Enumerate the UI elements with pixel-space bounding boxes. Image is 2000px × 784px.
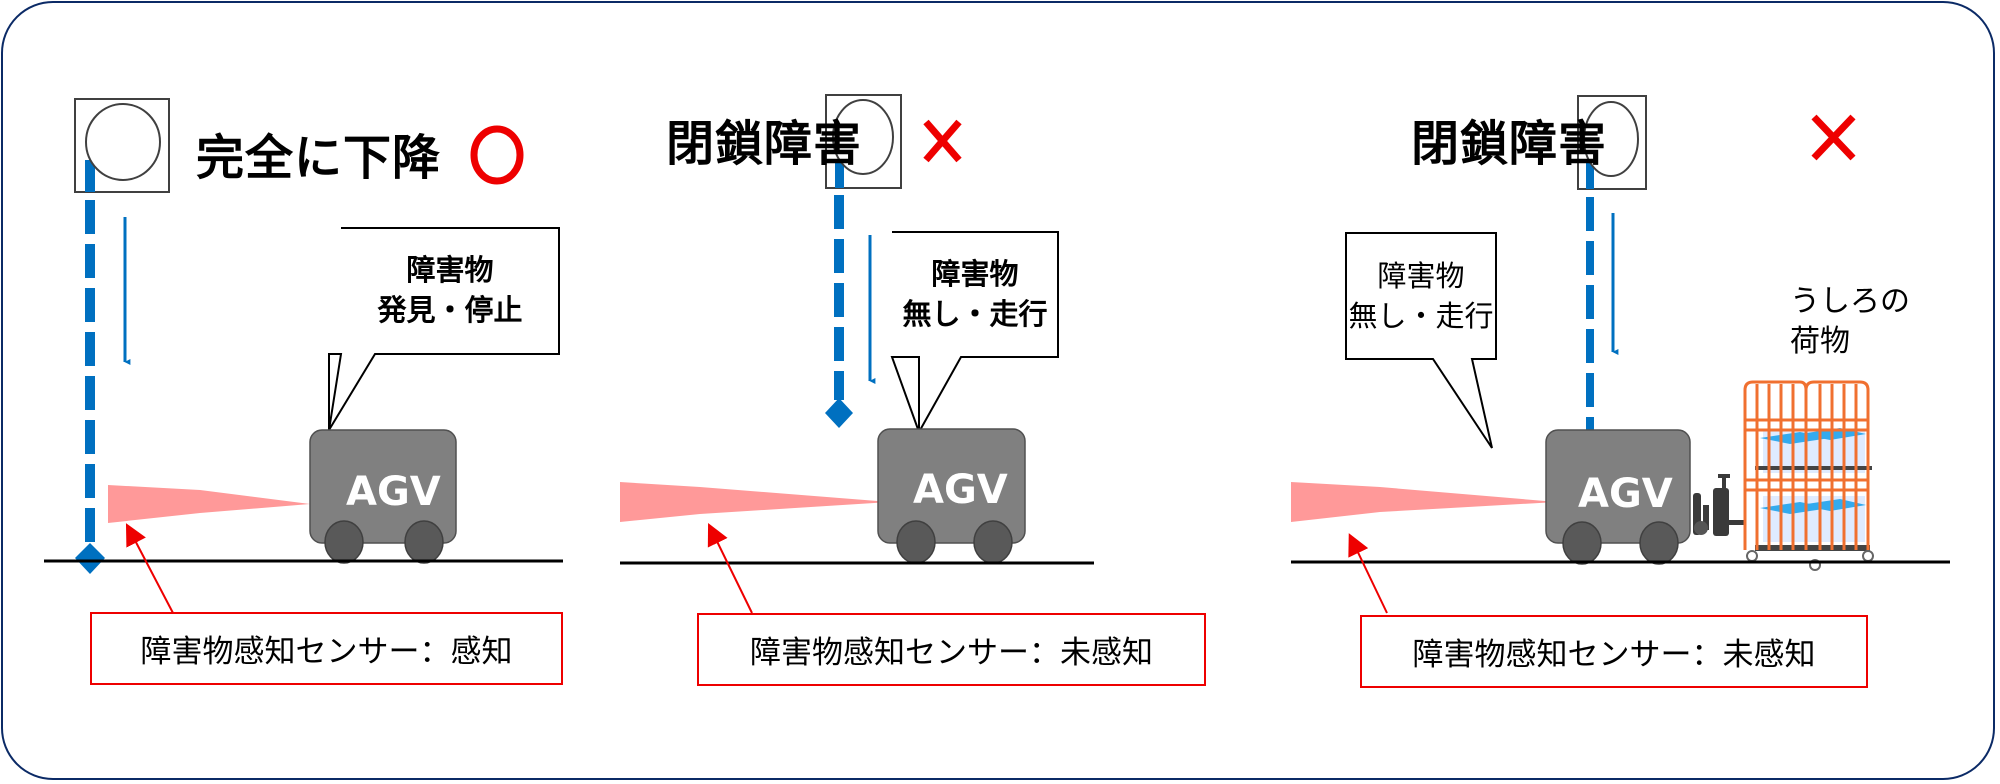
towing-jack xyxy=(1693,474,1744,536)
shutter-sensor-unit xyxy=(1577,95,1647,190)
sensor-status-label: 障害物感知センサー：感知 xyxy=(90,612,563,685)
callout-line-2: 無し・走行 xyxy=(902,297,1048,331)
sensor-status-label: 障害物感知センサー：未感知 xyxy=(697,613,1206,686)
pointer-arrow xyxy=(125,523,174,614)
callout-line-1: 障害物 xyxy=(406,253,494,287)
pointer-arrow xyxy=(707,523,753,614)
sensor-beam xyxy=(620,482,890,522)
callout-line-1: 障害物 xyxy=(931,257,1019,291)
agv-label: AGV xyxy=(346,469,441,515)
shutter-sensor-unit xyxy=(825,94,902,189)
callout-text-panel-2: 障害物 無し・走行 xyxy=(892,254,1058,334)
agv-vehicle xyxy=(309,429,457,564)
panel-2-title: 閉鎖障害 xyxy=(666,116,863,172)
cross-ng-icon xyxy=(923,119,962,163)
blade-tip-diamond xyxy=(825,398,853,428)
callout-line-2: 発見・停止 xyxy=(377,293,523,327)
cargo-note-line-1: うしろの xyxy=(1790,284,1910,319)
agv-label: AGV xyxy=(913,467,1008,513)
panel-2 xyxy=(620,94,1094,614)
sensor-beam xyxy=(108,485,310,523)
panel-1 xyxy=(44,98,563,614)
sensor-beam xyxy=(1291,482,1557,522)
callout-text-panel-1: 障害物 発見・停止 xyxy=(341,250,559,330)
roll-cart xyxy=(1743,380,1874,571)
callout-line-1: 障害物 xyxy=(1377,259,1465,293)
agv-vehicle xyxy=(1545,429,1691,565)
callout-text-panel-3: 障害物 無し・走行 xyxy=(1346,256,1496,336)
agv-vehicle xyxy=(877,428,1026,564)
cross-ng-icon xyxy=(1811,114,1856,161)
blade-tip-diamond xyxy=(75,543,105,574)
callout-line-2: 無し・走行 xyxy=(1348,299,1494,333)
shutter-sensor-unit xyxy=(74,98,170,193)
panel-3-title: 閉鎖障害 xyxy=(1411,116,1608,172)
cargo-note-line-2: 荷物 xyxy=(1790,324,1850,359)
agv-label: AGV xyxy=(1578,471,1673,517)
circle-ok-icon xyxy=(470,125,524,185)
callout-box xyxy=(328,227,560,431)
callout-box xyxy=(1345,232,1497,449)
pointer-arrow xyxy=(1375,590,1386,615)
panel-3 xyxy=(1291,95,1950,615)
callout-box xyxy=(890,231,1059,433)
pointer-arrow xyxy=(1348,533,1388,614)
cargo-note: うしろの 荷物 xyxy=(1790,282,1910,362)
panel-1-title: 完全に下降 xyxy=(196,130,442,186)
sensor-status-label: 障害物感知センサー：未感知 xyxy=(1360,615,1868,688)
